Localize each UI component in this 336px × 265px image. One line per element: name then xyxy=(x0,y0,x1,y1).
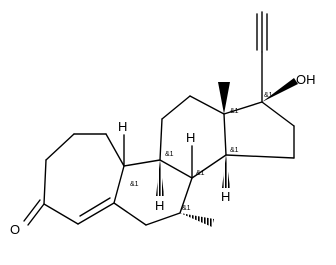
stereo-flags: &1 &1 &1 &1 &1 &1 &1 xyxy=(130,92,273,212)
atom-labels: O OH H H H H xyxy=(10,72,316,237)
c10-h-label: H xyxy=(118,119,127,134)
ring-b xyxy=(113,159,193,226)
c8-h-label: H xyxy=(186,130,195,145)
substituents xyxy=(123,11,298,227)
ring-d xyxy=(223,101,295,159)
c14-h-label: H xyxy=(221,189,230,204)
c13-methyl-wedge xyxy=(218,82,230,114)
stereo-flag-c14: &1 xyxy=(230,147,239,154)
ketone-oxygen-label: O xyxy=(10,222,20,237)
stereo-flag-c7: &1 xyxy=(182,205,191,212)
c17-oh-wedge xyxy=(262,78,298,102)
ring-c xyxy=(159,95,227,179)
c9-h-hash xyxy=(156,160,164,196)
c9-h-label: H xyxy=(155,198,164,213)
c7-methyl-hash xyxy=(180,213,214,227)
stereo-flag-c9: &1 xyxy=(165,151,174,158)
c14-h-hash xyxy=(222,155,230,188)
hydroxyl-label: OH xyxy=(296,72,316,87)
ring-a xyxy=(23,133,125,226)
stereo-flag-c8: &1 xyxy=(196,170,205,177)
stereo-flag-c17: &1 xyxy=(264,92,273,99)
stereo-flag-c13: &1 xyxy=(230,108,239,115)
stereo-flag-c10: &1 xyxy=(130,181,139,188)
